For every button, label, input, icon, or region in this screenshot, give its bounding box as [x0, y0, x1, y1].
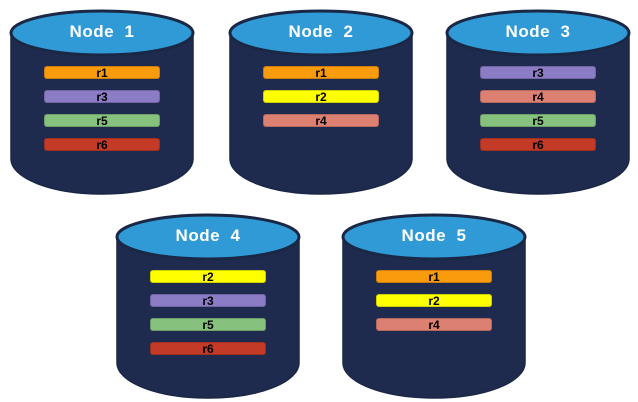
node-2-replica-r2: r2 [263, 90, 379, 103]
node-4-title: Node 4 [175, 226, 241, 245]
node-3-replica-r5: r5 [480, 114, 596, 127]
node-4: Node 4 r2 r3 r5 r6 [114, 211, 302, 401]
node-4-replica-r5: r5 [150, 318, 266, 331]
node-3-replica-r3: r3 [480, 66, 596, 79]
node-4-replica-r3: r3 [150, 294, 266, 307]
node-5-replica-r4: r4 [376, 318, 492, 331]
node-1: Node 1 r1 r3 r5 r6 [8, 7, 196, 197]
node-5-title: Node 5 [401, 226, 467, 245]
node-4-replica-r2: r2 [150, 270, 266, 283]
node-2-replica-r4: r4 [263, 114, 379, 127]
node-2-title: Node 2 [288, 22, 354, 41]
node-2-replica-r1: r1 [263, 66, 379, 79]
cylinder-top [228, 9, 414, 57]
cylinder-top [341, 213, 527, 261]
node-4-replica-r6: r6 [150, 342, 266, 355]
node-1-replica-r3: r3 [44, 90, 160, 103]
node-1-replica-r5: r5 [44, 114, 160, 127]
node-1-replica-r6: r6 [44, 138, 160, 151]
cylinder-top [115, 213, 301, 261]
node-1-replica-r1: r1 [44, 66, 160, 79]
node-3-replica-r6: r6 [480, 138, 596, 151]
node-5-replica-r1: r1 [376, 270, 492, 283]
node-3: Node 3 r3 r4 r5 r6 [444, 7, 632, 197]
node-3-replica-r4: r4 [480, 90, 596, 103]
cylinder-top [445, 9, 631, 57]
node-5: Node 5 r1 r2 r4 [340, 211, 528, 401]
node-3-title: Node 3 [505, 22, 571, 41]
node-5-replica-r2: r2 [376, 294, 492, 307]
node-2: Node 2 r1 r2 r4 [227, 7, 415, 197]
node-1-title: Node 1 [69, 22, 135, 41]
cylinder-top [9, 9, 195, 57]
